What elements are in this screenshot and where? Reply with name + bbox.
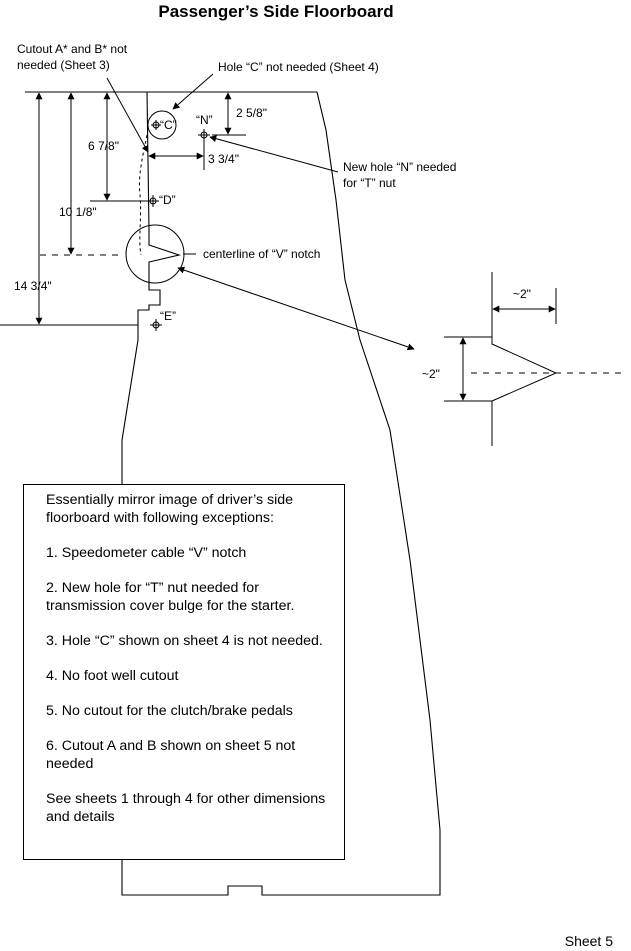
former-cutout-dashed: [139, 134, 148, 256]
hole-d-label: “D”: [159, 193, 176, 207]
hole-n-mark: [198, 129, 210, 141]
drawing-title: Passenger’s Side Floorboard: [158, 2, 393, 21]
notch-detail-leader: [177, 266, 415, 351]
notes-footer: See sheets 1 through 4 for other dimensi…: [46, 791, 326, 825]
cutout-note-line-1: Cutout A* and B* not: [17, 42, 128, 56]
notes-item-6: 6. Cutout A and B shown on sheet 5 not n…: [46, 738, 296, 772]
dim-3-3-4-label: 3 3/4": [208, 152, 239, 166]
hole-n-note-line-2: for “T” nut: [343, 176, 396, 190]
hole-n-leader: [209, 135, 339, 173]
notes-item-4: 4. No foot well cutout: [46, 668, 179, 684]
notch-height-label: ~2": [422, 367, 440, 381]
hole-n-label: “N”: [196, 113, 213, 127]
cutout-note-line-2: needed (Sheet 3): [17, 58, 110, 72]
hole-c-label: “C”: [160, 118, 177, 132]
hole-n-note-line-1: New hole “N” needed: [343, 160, 456, 174]
hole-d-mark: [147, 195, 159, 207]
notes-item-2: 2. New hole for “T” nut needed for trans…: [46, 580, 295, 614]
hole-c-note: Hole “C” not needed (Sheet 4): [218, 60, 379, 74]
hole-e-label: “E”: [160, 309, 176, 323]
notes-item-1: 1. Speedometer cable “V” notch: [46, 545, 247, 561]
dim-2-5-8-label: 2 5/8": [236, 106, 267, 120]
hole-e-mark: [150, 319, 162, 331]
hole-c-mark: [151, 120, 161, 130]
dim-10-1-8-label: 10 1/8": [59, 205, 97, 219]
dim-14-3-4-label: 14 3/4": [14, 279, 52, 293]
hole-c-leader: [172, 73, 214, 110]
dim-6-7-8-label: 6 7/8": [88, 139, 119, 153]
centerline-note: centerline of “V” notch: [203, 247, 320, 261]
hole-c-circle: [147, 110, 177, 140]
sheet-label: Sheet 5: [564, 933, 613, 949]
notes-item-3: 3. Hole “C” shown on sheet 4 is not need…: [46, 633, 323, 649]
cutout-leader: [106, 77, 149, 153]
notes-item-5: 5. No cutout for the clutch/brake pedals: [46, 703, 293, 719]
notes-intro: Essentially mirror image of driver’s sid…: [46, 492, 294, 526]
notch-detail-outline: [491, 336, 558, 446]
notch-width-label: ~2": [513, 287, 531, 301]
exceptions-notes-box: Essentially mirror image of driver’s sid…: [23, 484, 345, 860]
